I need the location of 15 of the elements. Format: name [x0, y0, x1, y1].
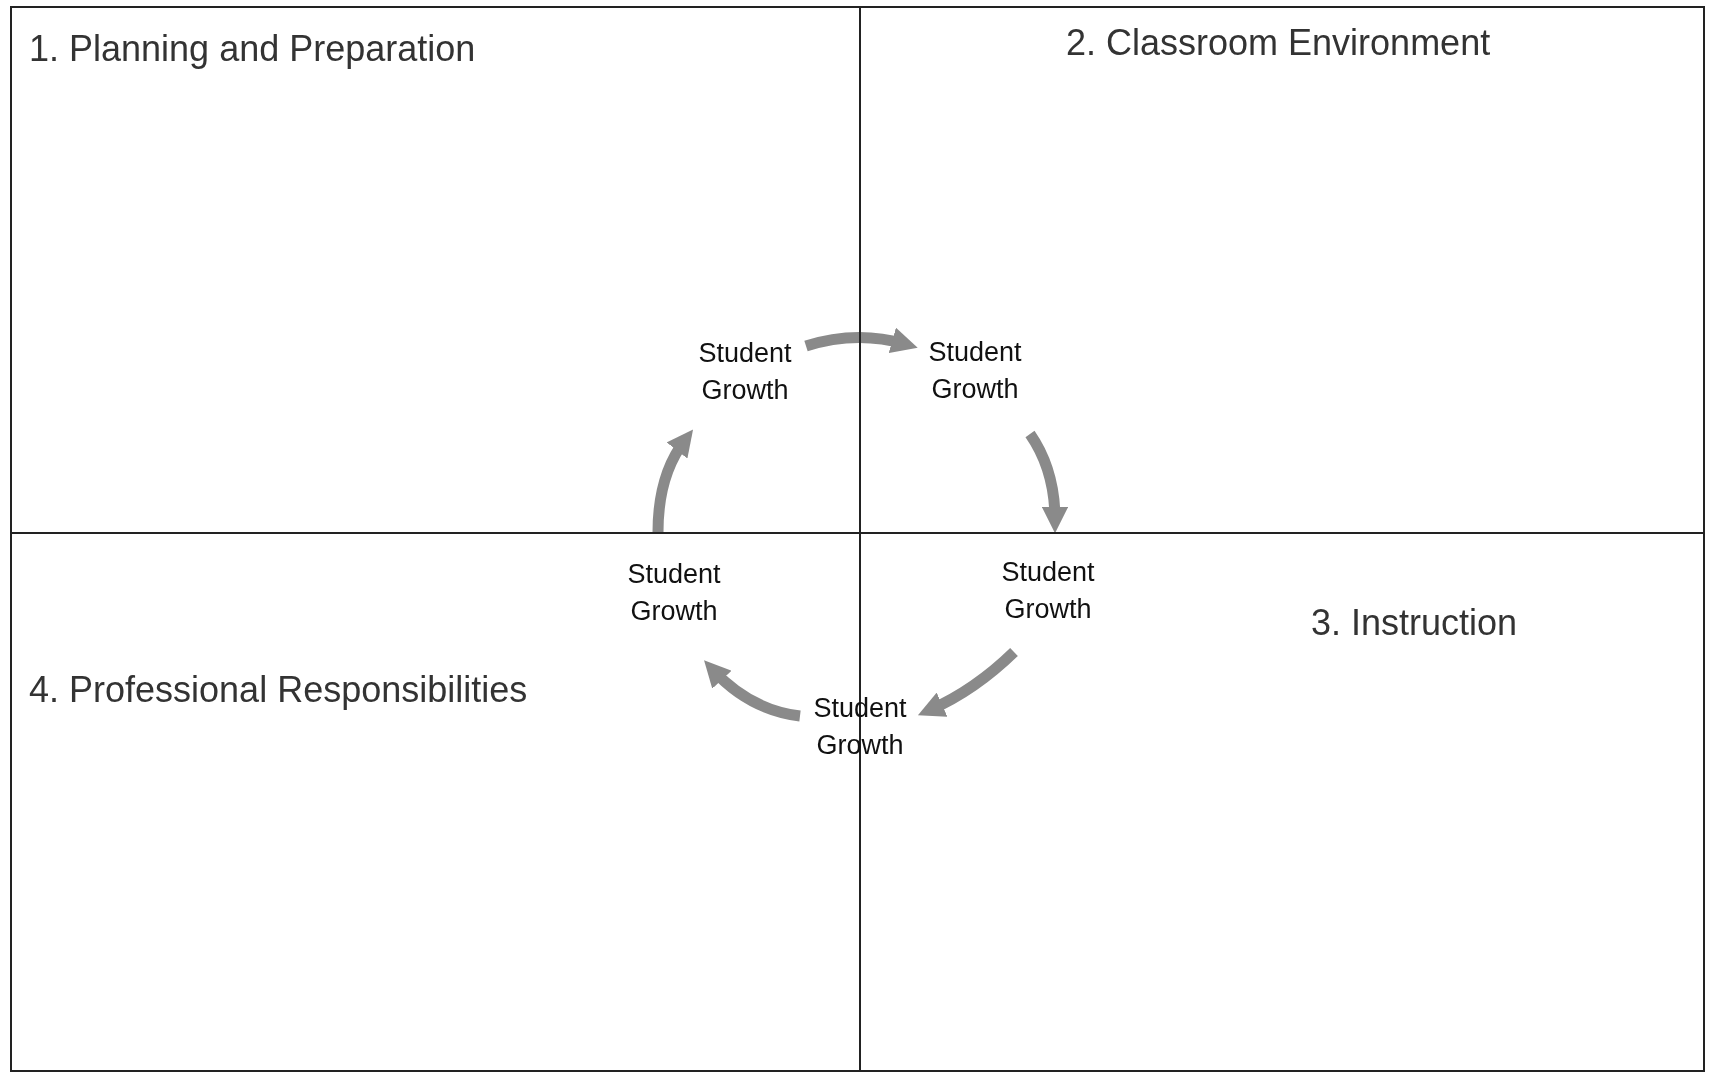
- section-heading: 2. Classroom Environment: [1066, 22, 1491, 64]
- section-heading: 4. Professional Responsibilities: [29, 669, 528, 711]
- cycle-label: Student Growth: [614, 556, 734, 630]
- curved-arrow: [804, 327, 918, 354]
- quadrant-panel: [859, 6, 1705, 534]
- curved-arrow: [703, 660, 801, 722]
- section-heading: 1. Planning and Preparation: [29, 28, 476, 70]
- cycle-label: Student Growth: [685, 335, 805, 409]
- curved-arrow: [1025, 431, 1068, 534]
- curved-arrow: [652, 429, 693, 533]
- curved-arrow: [918, 648, 1018, 717]
- cycle-label: Student Growth: [988, 554, 1108, 628]
- quadrant-panel: [10, 6, 861, 534]
- section-heading: 3. Instruction: [1311, 602, 1518, 644]
- cycle-label: Student Growth: [915, 334, 1035, 408]
